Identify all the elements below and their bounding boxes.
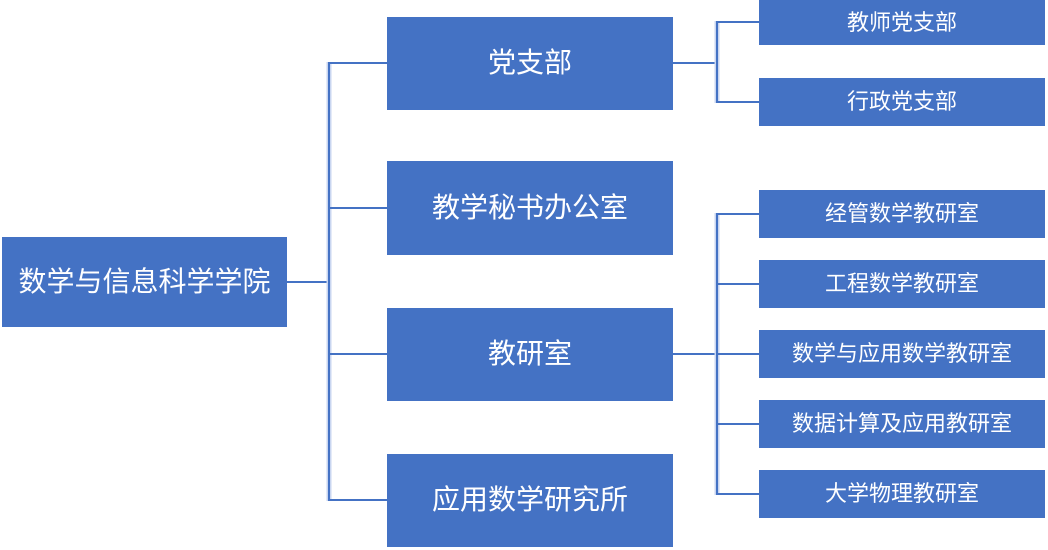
node-teaching-research-section: 教研室 [387, 308, 673, 401]
connector-to-econ-math-office [717, 213, 759, 215]
node-applied-math-institute: 应用数学研究所 [387, 454, 673, 547]
node-econ-math-office: 经管数学教研室 [759, 190, 1045, 238]
connector-to-party-branch [329, 62, 387, 64]
connector-trunk-party [716, 21, 718, 103]
connector-to-math-applied-math-office [717, 353, 759, 355]
connector-to-teaching-research-section [329, 353, 387, 355]
node-math-applied-math-office: 数学与应用数学教研室 [759, 330, 1045, 378]
node-engineering-math-office: 工程数学教研室 [759, 260, 1045, 308]
connector-research-section-to-trunk [673, 353, 718, 355]
connector-to-teaching-secretary-office [329, 207, 387, 209]
connector-trunk-level2 [328, 62, 330, 501]
connector-to-applied-math-institute [329, 499, 387, 501]
node-college-root: 数学与信息科学学院 [2, 237, 287, 327]
connector-to-teacher-party-branch [717, 21, 759, 23]
node-data-computing-office: 数据计算及应用教研室 [759, 400, 1045, 448]
connector-party-branch-to-trunk [673, 62, 718, 64]
connector-to-data-computing-office [717, 423, 759, 425]
connector-to-university-physics-office [717, 493, 759, 495]
connector-to-admin-party-branch [717, 101, 759, 103]
connector-root-to-trunk [287, 281, 329, 283]
node-teaching-secretary-office: 教学秘书办公室 [387, 161, 673, 255]
connector-to-engineering-math-office [717, 283, 759, 285]
node-party-branch: 党支部 [387, 17, 673, 110]
node-university-physics-office: 大学物理教研室 [759, 470, 1045, 518]
node-admin-party-branch: 行政党支部 [759, 78, 1045, 126]
node-teacher-party-branch: 教师党支部 [759, 0, 1045, 45]
